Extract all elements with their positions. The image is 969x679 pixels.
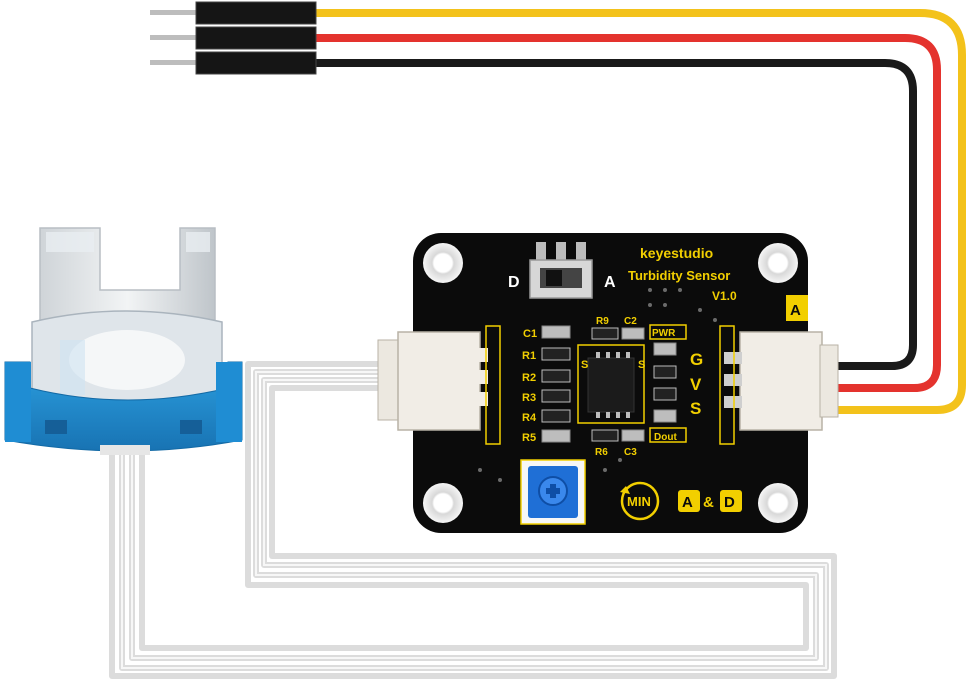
right-connector — [724, 331, 839, 431]
pin-s-label: S — [690, 399, 701, 418]
potentiometer-icon — [520, 459, 586, 525]
resistor-r2: R2 — [522, 372, 536, 384]
resistor-r3: R3 — [522, 392, 536, 404]
wire-yellow — [306, 9, 966, 414]
product-label: Turbidity Sensor — [628, 268, 730, 283]
slide-switch-icon — [529, 242, 593, 299]
pwr-label: PWR — [652, 328, 676, 339]
chip-marker: S — [581, 359, 588, 371]
resistor-r5: R5 — [522, 432, 536, 444]
part-r6: R6 — [595, 447, 608, 458]
brand-label: keyestudio — [640, 245, 713, 261]
switch-left-label: D — [508, 274, 520, 291]
ic-chip — [577, 344, 645, 424]
left-connector — [377, 331, 488, 431]
pin-v-label: V — [690, 375, 702, 394]
mode-a-label: A — [682, 494, 693, 511]
right-header-label: A — [790, 302, 801, 319]
min-label: MIN — [627, 494, 651, 509]
resistor-r1: R1 — [522, 350, 536, 362]
part-c2: C2 — [624, 316, 637, 327]
part-c1: C1 — [523, 328, 537, 340]
resistor-array — [541, 325, 571, 443]
pin-header-icon — [150, 1, 317, 75]
chip-marker-2: S — [638, 359, 645, 371]
mounting-hole-icon — [423, 243, 798, 523]
switch-right-label: A — [604, 274, 616, 291]
mode-amp-label: & — [703, 494, 714, 511]
dout-label: Dout — [654, 432, 677, 443]
sensor-board: keyestudio Turbidity Sensor V1.0 D A A C… — [377, 233, 839, 533]
pin-g-label: G — [690, 350, 703, 369]
version-label: V1.0 — [712, 289, 737, 303]
part-c3: C3 — [624, 447, 637, 458]
wire-red — [306, 34, 941, 392]
resistor-r4: R4 — [522, 412, 537, 424]
part-r9: R9 — [596, 316, 609, 327]
wire-black — [306, 59, 917, 370]
wire-bundle — [306, 9, 966, 414]
turbidity-probe-icon — [4, 227, 243, 455]
mode-d-label: D — [724, 494, 735, 511]
